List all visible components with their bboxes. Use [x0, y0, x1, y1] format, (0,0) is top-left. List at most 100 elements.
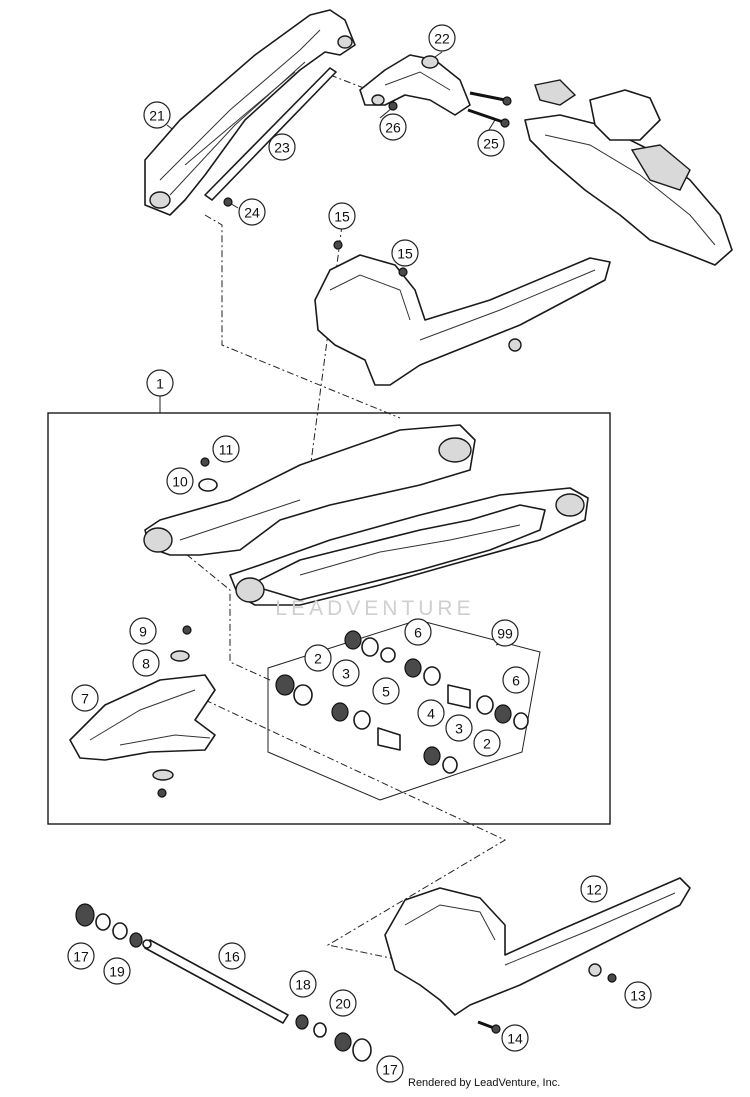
callout-label: 19 [109, 964, 125, 980]
callout-circle [218, 942, 246, 970]
callout-circle [404, 618, 432, 646]
watermark: LEADVENTURE [275, 597, 474, 620]
callout-label: 15 [334, 209, 350, 225]
upper-chain-guard-part-15 [314, 240, 611, 386]
callout-9: 9 [129, 617, 157, 645]
callout-circle [417, 699, 445, 727]
callout-circle [379, 113, 407, 141]
callout-3: 3 [332, 659, 360, 687]
callout-label: 8 [142, 656, 150, 672]
callout-5: 5 [372, 677, 400, 705]
callout-7: 7 [71, 684, 99, 712]
callout-label: 3 [455, 721, 463, 737]
callout-label: 22 [434, 31, 450, 47]
callout-circle [428, 24, 456, 52]
callout-circle [502, 666, 530, 694]
callout-label: 5 [382, 684, 390, 700]
callout-20: 20 [329, 989, 357, 1017]
callout-13: 13 [624, 981, 652, 1009]
credit-text: Rendered by LeadVenture, Inc. [408, 1077, 560, 1089]
callout-3: 3 [445, 714, 473, 742]
callout-label: 11 [219, 442, 234, 458]
callout-label: 4 [427, 706, 435, 722]
callout-label: 17 [73, 949, 89, 965]
screw-part-13 [607, 973, 617, 983]
callout-circle [328, 202, 356, 230]
callout-circle [329, 989, 357, 1017]
axle-hardware [75, 903, 372, 1062]
callout-99: 99 [491, 619, 519, 647]
callout-label: 10 [172, 474, 188, 490]
callout-label: 24 [244, 205, 260, 221]
callout-17: 17 [376, 1055, 404, 1083]
bracket-part-22 [359, 54, 471, 116]
callout-21: 21 [143, 101, 171, 129]
bearing-kit-parts [275, 630, 529, 774]
bolt-part-24 [223, 197, 233, 207]
callout-6: 6 [404, 618, 432, 646]
callout-1: 1 [146, 369, 174, 397]
callout-11: 11 [212, 435, 240, 463]
callout-circle [268, 133, 296, 161]
callout-circle [477, 129, 505, 157]
callout-circle [332, 659, 360, 687]
chain-slider-part-7 [69, 674, 216, 761]
callout-circle [391, 239, 419, 267]
callout-23: 23 [268, 133, 296, 161]
swingarm-axle-part-16 [142, 939, 289, 1024]
callout-circle [71, 684, 99, 712]
callout-circle [132, 649, 160, 677]
callout-label: 16 [224, 949, 240, 965]
callout-circle [289, 970, 317, 998]
swingarm-part-1 [143, 424, 589, 606]
callout-label: 13 [630, 988, 646, 1004]
callout-24: 24 [238, 198, 266, 226]
callout-label: 6 [414, 625, 422, 641]
callout-circle [304, 644, 332, 672]
callout-18: 18 [289, 970, 317, 998]
callout-label: 7 [81, 691, 89, 707]
callout-14: 14 [501, 1024, 529, 1052]
bolts-part-25 [467, 91, 512, 128]
callout-circle [473, 729, 501, 757]
callout-circle [103, 957, 131, 985]
callout-label: 1 [156, 376, 164, 392]
callout-label: 15 [397, 246, 413, 262]
callout-circle [129, 617, 157, 645]
rear-frame-part-21 [144, 9, 356, 216]
brace-part-23 [204, 67, 337, 201]
callout-circle [372, 677, 400, 705]
callout-circle [67, 942, 95, 970]
callout-circle [501, 1024, 529, 1052]
callout-circle [238, 198, 266, 226]
callout-label: 26 [385, 120, 401, 136]
callouts: 1223345667891011121314151516171718192021… [67, 24, 652, 1083]
callout-25: 25 [477, 129, 505, 157]
lower-chain-guard-part-12 [384, 877, 691, 1016]
callout-circle [445, 714, 473, 742]
screw-part-9 [157, 625, 192, 798]
callout-circle [624, 981, 652, 1009]
callout-circle [146, 369, 174, 397]
callout-label: 2 [314, 651, 322, 667]
clip-part-10 [198, 478, 218, 492]
pad-part-8 [152, 650, 190, 781]
callout-label: 20 [335, 996, 351, 1012]
bolt-part-14 [477, 1020, 501, 1034]
callout-10: 10 [166, 467, 194, 495]
callout-label: 23 [274, 140, 290, 156]
callout-circle [580, 875, 608, 903]
callout-6: 6 [502, 666, 530, 694]
callout-19: 19 [103, 957, 131, 985]
callout-label: 99 [497, 626, 513, 642]
callout-17: 17 [67, 942, 95, 970]
assembly-frame [47, 412, 611, 825]
callout-circle [143, 101, 171, 129]
callout-label: 14 [507, 1031, 523, 1047]
callout-15: 15 [391, 239, 419, 267]
callout-2: 2 [473, 729, 501, 757]
callout-2: 2 [304, 644, 332, 672]
callout-15: 15 [328, 202, 356, 230]
tail-fender-assembly [524, 79, 733, 266]
